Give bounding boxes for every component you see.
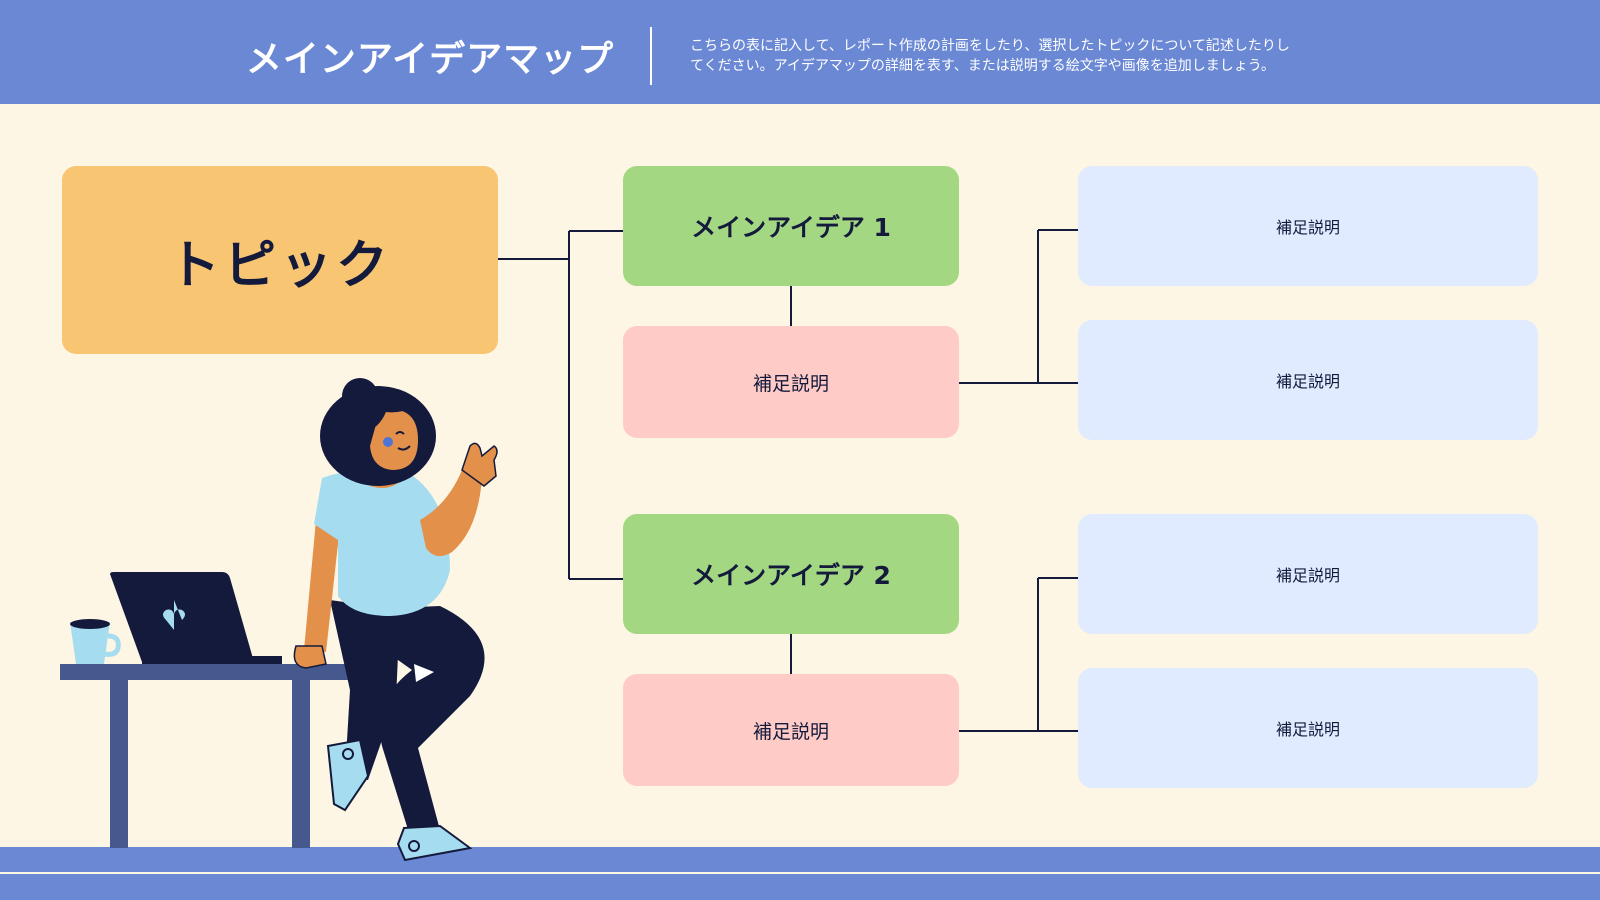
note-2-1-box[interactable]: 補足説明: [1078, 514, 1538, 634]
header-description: こちらの表に記入して、レポート作成の計画をしたり、選択したトピックについて記述し…: [690, 36, 1380, 76]
support-1-box[interactable]: 補足説明: [623, 326, 959, 438]
note-2-1-label: 補足説明: [1275, 566, 1340, 585]
desk-icon: [60, 664, 360, 848]
header-bar: メインアイデアマップ こちらの表に記入して、レポート作成の計画をしたり、選択した…: [0, 0, 1600, 104]
support-2-label: 補足説明: [752, 720, 829, 743]
topic-label: トピック: [167, 235, 392, 296]
header-description-line-2: てください。アイデアマップの詳細を表す、または説明する絵文字や画像を追加しましょ…: [690, 58, 1275, 74]
connector-topic-to-mains: [498, 230, 623, 580]
note-2-2-box[interactable]: 補足説明: [1078, 668, 1538, 788]
support-2-box[interactable]: 補足説明: [623, 674, 959, 786]
main-idea-1-box[interactable]: メインアイデア 1: [623, 166, 959, 286]
main-idea-2-box[interactable]: メインアイデア 2: [623, 514, 959, 634]
main-idea-1-label: メインアイデア 1: [691, 213, 891, 242]
header-divider: [650, 27, 652, 85]
connector-support2-to-notes: [958, 577, 1078, 732]
footer-line: [0, 872, 1600, 874]
note-1-1-box[interactable]: 補足説明: [1078, 166, 1538, 286]
laptop-icon: [110, 572, 282, 664]
main-idea-2-label: メインアイデア 2: [691, 561, 891, 590]
note-1-2-label: 補足説明: [1275, 372, 1340, 391]
note-2-2-label: 補足説明: [1275, 720, 1340, 739]
topic-box[interactable]: トピック: [62, 166, 498, 354]
header-description-line-1: こちらの表に記入して、レポート作成の計画をしたり、選択したトピックについて記述し…: [690, 38, 1290, 54]
support-1-label: 補足説明: [752, 372, 829, 395]
connector-support1-to-notes: [958, 229, 1078, 384]
coffee-cup-icon: [70, 619, 121, 664]
note-1-1-label: 補足説明: [1275, 218, 1340, 237]
note-1-2-box[interactable]: 補足説明: [1078, 320, 1538, 440]
page-title: メインアイデアマップ: [245, 39, 615, 80]
